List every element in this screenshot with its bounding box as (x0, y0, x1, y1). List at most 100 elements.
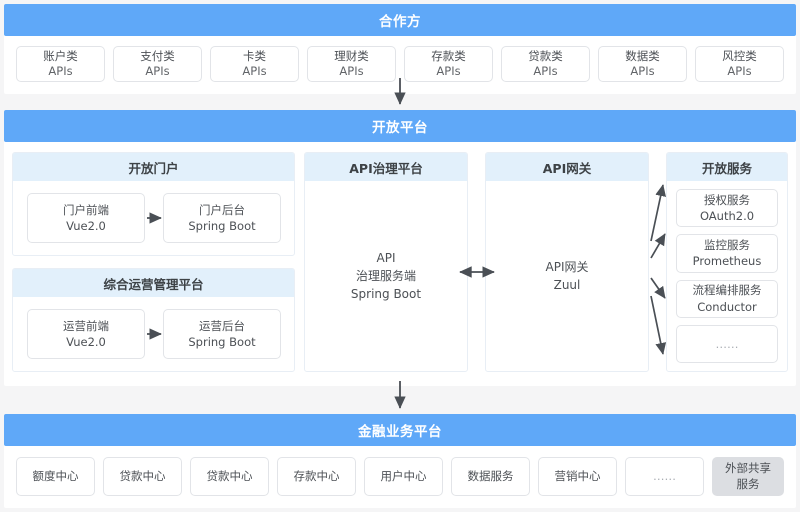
api-gateway-panel: API网关 API网关 Zuul (485, 152, 649, 372)
portal-frontend-tech: Vue2.0 (66, 219, 106, 233)
service-name: …… (715, 336, 739, 351)
api-chip-data[interactable]: 数据类 APIs (598, 46, 687, 82)
business-platform-band-label: 金融业务平台 (4, 414, 796, 446)
api-chip-type: APIs (727, 64, 752, 78)
api-governance-panel: API治理平台 API 治理服务端 Spring Boot (304, 152, 468, 372)
api-governance-body: API 治理服务端 Spring Boot (305, 181, 467, 371)
api-chip-name: 卡类 (243, 48, 266, 63)
api-chip-wealth[interactable]: 理财类 APIs (307, 46, 396, 82)
api-chip-type: APIs (242, 64, 267, 78)
api-chip-loan[interactable]: 贷款类 APIs (501, 46, 590, 82)
arrow-governance-gateway-bidirectional (459, 266, 495, 278)
open-platform-panel: 开放平台 开放门户 门户前端 Vue2.0 门户后台 Spring Boot 综… (4, 110, 796, 386)
center-chip-loan-1[interactable]: 贷款中心 (103, 457, 182, 496)
ops-frontend-name: 运营前端 (63, 318, 109, 333)
api-chip-name: 数据类 (625, 48, 660, 63)
api-governance-header: API治理平台 (305, 153, 467, 181)
service-tech: OAuth2.0 (699, 209, 755, 224)
service-name: 流程编排服务 (692, 283, 762, 298)
api-chip-name: 支付类 (140, 48, 175, 63)
api-chip-type: APIs (145, 64, 170, 78)
center-chip-label-line2: 服务 (736, 476, 760, 491)
api-chip-type: APIs (48, 64, 73, 78)
api-chip-payment[interactable]: 支付类 APIs (113, 46, 202, 82)
api-governance-line3: Spring Boot (350, 287, 422, 301)
service-box-orchestration[interactable]: 流程编排服务 Conductor (676, 279, 778, 318)
api-chip-name: 账户类 (43, 48, 78, 63)
center-chip-user[interactable]: 用户中心 (364, 457, 443, 496)
ops-platform-body: 运营前端 Vue2.0 运营后台 Spring Boot (13, 297, 294, 371)
api-chip-type: APIs (533, 64, 558, 78)
open-services-panel: 开放服务 授权服务 OAuth2.0 监控服务 Prometheus 流程编排服… (666, 152, 788, 372)
service-tech: Prometheus (692, 254, 762, 269)
business-center-row: 额度中心 贷款中心 贷款中心 存款中心 用户中心 数据服务 营销中心 …… (4, 446, 796, 508)
ops-platform-header: 综合运营管理平台 (13, 269, 294, 297)
center-chip-label: 存款中心 (293, 468, 340, 483)
open-portal-panel: 开放门户 门户前端 Vue2.0 门户后台 Spring Boot (12, 152, 295, 256)
api-chip-name: 理财类 (334, 48, 369, 63)
center-chip-label: 额度中心 (32, 468, 79, 483)
api-chip-type: APIs (630, 64, 655, 78)
api-chip-deposit[interactable]: 存款类 APIs (404, 46, 493, 82)
open-platform-band-label: 开放平台 (4, 110, 796, 142)
service-name: 监控服务 (704, 238, 750, 253)
service-box-auth[interactable]: 授权服务 OAuth2.0 (676, 189, 778, 228)
open-services-header: 开放服务 (667, 153, 787, 181)
api-gateway-text: API网关 Zuul (486, 258, 648, 294)
ops-platform-panel: 综合运营管理平台 运营前端 Vue2.0 运营后台 Spring Boot (12, 268, 295, 372)
api-gateway-line1: API网关 (545, 260, 589, 274)
ops-backend-box[interactable]: 运营后台 Spring Boot (163, 309, 281, 359)
api-chip-name: 风控类 (722, 48, 757, 63)
center-chip-label: …… (653, 468, 676, 483)
api-governance-line1: API (376, 251, 396, 265)
api-chip-card[interactable]: 卡类 APIs (210, 46, 299, 82)
business-platform-panel: 金融业务平台 额度中心 贷款中心 贷款中心 存款中心 用户中心 数据服务 营销中… (4, 414, 796, 508)
service-name: 授权服务 (704, 192, 750, 207)
center-chip-label: 用户中心 (380, 468, 427, 483)
arrow-ops-front-to-back (147, 328, 162, 340)
ops-frontend-tech: Vue2.0 (66, 335, 106, 349)
open-portal-body: 门户前端 Vue2.0 门户后台 Spring Boot (13, 181, 294, 255)
partner-panel: 合作方 账户类 APIs 支付类 APIs 卡类 APIs 理财类 APIs 存… (4, 4, 796, 94)
ops-frontend-box[interactable]: 运营前端 Vue2.0 (27, 309, 145, 359)
api-gateway-line2: Zuul (553, 278, 581, 292)
center-chip-data-service[interactable]: 数据服务 (451, 457, 530, 496)
api-chip-riskcontrol[interactable]: 风控类 APIs (695, 46, 784, 82)
partner-band-label: 合作方 (4, 4, 796, 36)
api-governance-line2: 治理服务端 (355, 269, 416, 283)
center-chip-label: 贷款中心 (206, 468, 253, 483)
center-chip-credit-limit[interactable]: 额度中心 (16, 457, 95, 496)
center-chip-loan-2[interactable]: 贷款中心 (190, 457, 269, 496)
center-chip-label: 数据服务 (467, 468, 514, 483)
center-chip-label: 营销中心 (554, 468, 601, 483)
arrow-portal-front-to-back (147, 212, 162, 224)
center-chip-external-shared-service[interactable]: 外部共享 服务 (712, 457, 784, 496)
portal-backend-name: 门户后台 (199, 202, 245, 217)
api-chip-name: 贷款类 (528, 48, 563, 63)
ops-backend-tech: Spring Boot (188, 335, 256, 349)
center-chip-label: 贷款中心 (119, 468, 166, 483)
service-box-more[interactable]: …… (676, 324, 778, 363)
open-portal-header: 开放门户 (13, 153, 294, 181)
arrow-gateway-to-services-fan (650, 184, 667, 355)
api-chip-account[interactable]: 账户类 APIs (16, 46, 105, 82)
portal-frontend-name: 门户前端 (63, 202, 109, 217)
center-chip-marketing[interactable]: 营销中心 (538, 457, 617, 496)
ops-backend-name: 运营后台 (199, 318, 245, 333)
portal-backend-box[interactable]: 门户后台 Spring Boot (163, 193, 281, 243)
partner-api-row: 账户类 APIs 支付类 APIs 卡类 APIs 理财类 APIs 存款类 A… (4, 36, 796, 94)
api-governance-text: API 治理服务端 Spring Boot (305, 249, 467, 303)
api-gateway-header: API网关 (486, 153, 648, 181)
center-chip-label-line1: 外部共享 (725, 461, 771, 476)
api-gateway-body: API网关 Zuul (486, 181, 648, 371)
portal-frontend-box[interactable]: 门户前端 Vue2.0 (27, 193, 145, 243)
api-chip-name: 存款类 (431, 48, 466, 63)
api-chip-type: APIs (436, 64, 461, 78)
portal-backend-tech: Spring Boot (188, 219, 256, 233)
api-chip-type: APIs (339, 64, 364, 78)
service-box-monitoring[interactable]: 监控服务 Prometheus (676, 234, 778, 273)
service-tech: Conductor (697, 299, 757, 314)
center-chip-deposit[interactable]: 存款中心 (277, 457, 356, 496)
center-chip-more[interactable]: …… (625, 457, 704, 496)
